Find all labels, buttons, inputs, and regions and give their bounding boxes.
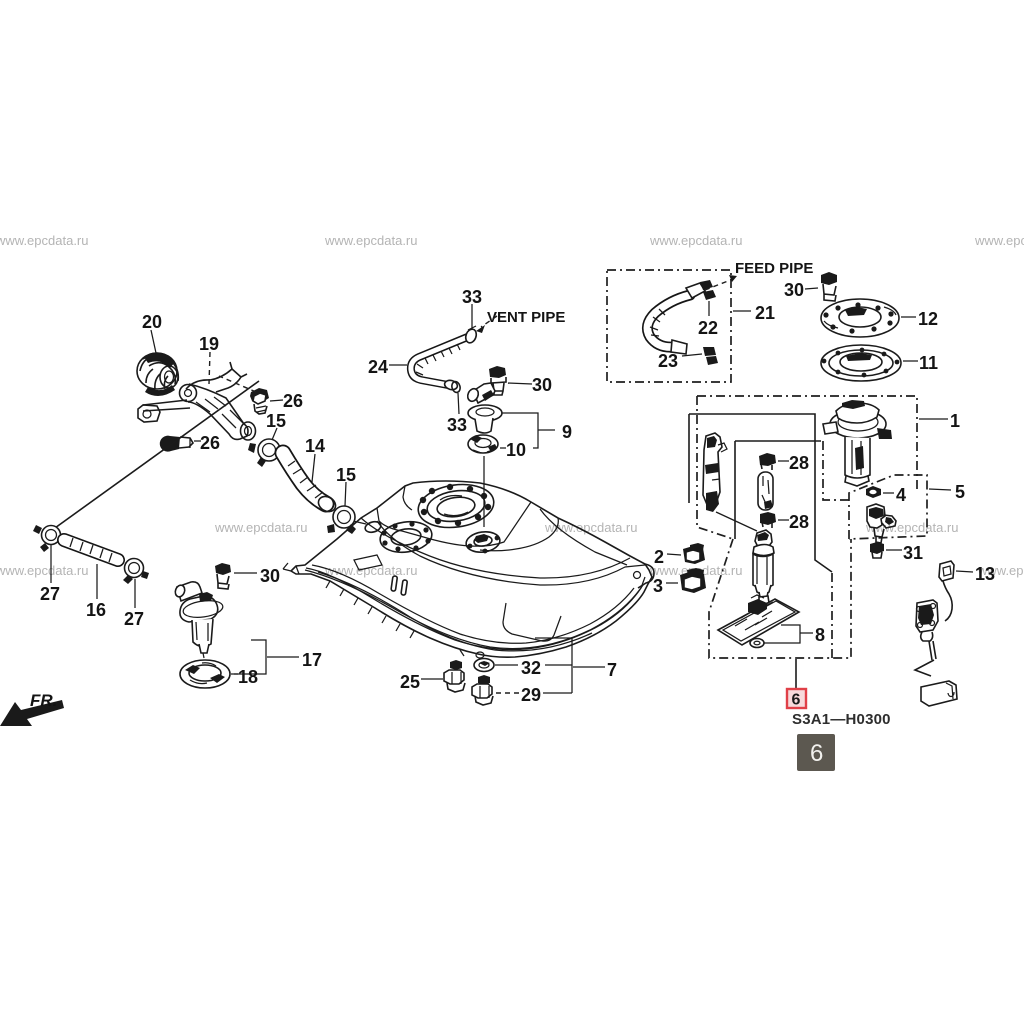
- svg-text:15: 15: [336, 465, 356, 485]
- svg-text:33: 33: [462, 287, 482, 307]
- svg-text:www.epcdata.ru: www.epcdata.ru: [0, 563, 89, 578]
- svg-text:15: 15: [266, 411, 286, 431]
- svg-text:27: 27: [40, 584, 60, 604]
- svg-text:2: 2: [654, 547, 664, 567]
- svg-text:www.epcdata.ru: www.epcdata.ru: [324, 233, 418, 248]
- svg-text:1: 1: [950, 411, 960, 431]
- svg-text:6: 6: [792, 692, 801, 709]
- svg-text:VENT PIPE: VENT PIPE: [487, 309, 565, 326]
- svg-text:www.epcdata.ru: www.epcdata.ru: [544, 520, 638, 535]
- svg-text:24: 24: [368, 357, 388, 377]
- svg-text:7: 7: [607, 660, 617, 680]
- svg-text:33: 33: [447, 415, 467, 435]
- svg-text:21: 21: [755, 303, 775, 323]
- svg-text:S3A1—H0300: S3A1—H0300: [792, 711, 891, 728]
- svg-text:www.epcdata.ru: www.epcdata.ru: [977, 563, 1024, 578]
- svg-text:25: 25: [400, 672, 420, 692]
- svg-text:30: 30: [532, 375, 552, 395]
- svg-text:5: 5: [955, 482, 965, 502]
- svg-text:13: 13: [975, 564, 995, 584]
- svg-text:28: 28: [789, 512, 809, 532]
- svg-text:12: 12: [918, 309, 938, 329]
- svg-text:31: 31: [903, 543, 923, 563]
- svg-text:FEED PIPE: FEED PIPE: [735, 260, 813, 277]
- svg-text:6: 6: [810, 740, 823, 767]
- svg-text:4: 4: [896, 485, 906, 505]
- svg-text:27: 27: [124, 609, 144, 629]
- svg-text:14: 14: [305, 436, 325, 456]
- svg-text:8: 8: [815, 625, 825, 645]
- svg-text:16: 16: [86, 600, 106, 620]
- svg-text:www.epcdata.ru: www.epcdata.ru: [974, 233, 1024, 248]
- svg-text:20: 20: [142, 312, 162, 332]
- svg-text:22: 22: [698, 318, 718, 338]
- svg-text:FR.: FR.: [30, 691, 57, 710]
- svg-text:9: 9: [562, 422, 572, 442]
- svg-text:30: 30: [784, 280, 804, 300]
- svg-text:10: 10: [506, 440, 526, 460]
- svg-text:www.epcdata.ru: www.epcdata.ru: [649, 233, 743, 248]
- svg-text:26: 26: [200, 433, 220, 453]
- svg-text:11: 11: [919, 353, 938, 373]
- svg-text:28: 28: [789, 453, 809, 473]
- svg-text:29: 29: [521, 685, 541, 705]
- svg-text:17: 17: [302, 650, 322, 670]
- svg-text:www.epcdata.ru: www.epcdata.ru: [214, 520, 308, 535]
- svg-text:30: 30: [260, 566, 280, 586]
- svg-text:www.epcdata.ru: www.epcdata.ru: [324, 563, 418, 578]
- svg-text:26: 26: [283, 391, 303, 411]
- svg-text:18: 18: [238, 667, 258, 687]
- svg-text:23: 23: [658, 351, 678, 371]
- svg-text:19: 19: [199, 334, 219, 354]
- svg-text:32: 32: [521, 658, 541, 678]
- svg-text:www.epcdata.ru: www.epcdata.ru: [0, 233, 89, 248]
- svg-text:3: 3: [653, 576, 663, 596]
